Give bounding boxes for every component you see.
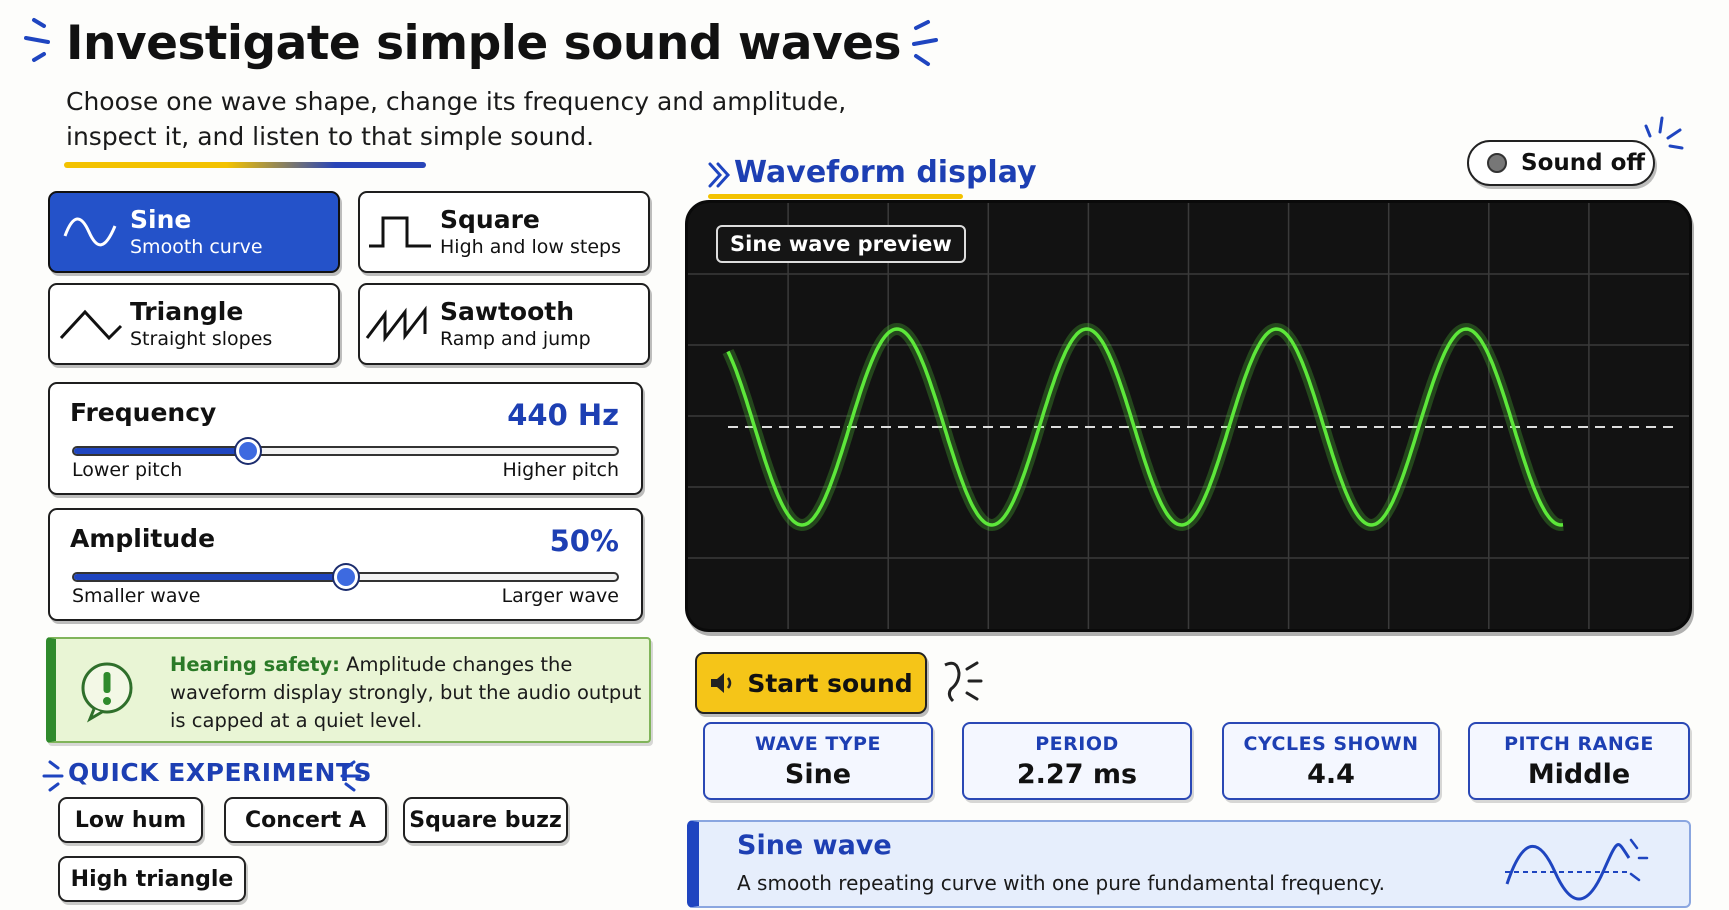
title-underline: [64, 162, 426, 168]
experiment-square-buzz-button[interactable]: Square buzz: [403, 797, 568, 843]
quick-experiments-sparkle-right-icon: [340, 760, 362, 792]
sound-status-dot: [1487, 153, 1507, 173]
frequency-slider-thumb[interactable]: [235, 439, 260, 463]
subtitle-line-2: inspect it, and listen to that simple so…: [66, 122, 595, 151]
amplitude-value: 50%: [549, 524, 619, 558]
oscilloscope-grid: [688, 203, 1689, 629]
wave-option-square[interactable]: Square High and low steps: [358, 191, 650, 273]
title-sparkle-left-icon: [24, 18, 50, 62]
sine-wave-icon: [50, 202, 130, 262]
safety-title: Hearing safety:: [170, 653, 340, 676]
stat-label: CYCLES SHOWN: [1243, 732, 1419, 755]
experiment-high-triangle-button[interactable]: High triangle: [58, 856, 246, 902]
stat-wave-type: WAVE TYPE Sine: [703, 722, 933, 800]
wave-option-name: Square: [440, 205, 540, 234]
waveform-title-text: Waveform display: [734, 155, 1037, 190]
sound-toggle-label: Sound off: [1521, 150, 1646, 176]
frequency-value: 440 Hz: [507, 398, 619, 432]
wave-info-heading: Sine wave: [737, 830, 892, 861]
oscilloscope-display: Sine wave preview: [685, 200, 1692, 632]
amplitude-low-label: Smaller wave: [72, 585, 201, 607]
stat-value: 2.27 ms: [1016, 758, 1138, 790]
stat-period: PERIOD 2.27 ms: [962, 722, 1192, 800]
experiment-low-hum-button[interactable]: Low hum: [58, 797, 203, 843]
quick-experiments-title: QUICK EXPERIMENTS: [68, 758, 373, 787]
stat-value: 4.4: [1307, 758, 1355, 790]
page-subtitle: Choose one wave shape, change its freque…: [66, 84, 866, 154]
frequency-low-label: Lower pitch: [72, 459, 183, 481]
sine-wave-illustration-icon: [1499, 834, 1649, 908]
page-title: Investigate simple sound waves: [66, 16, 901, 71]
frequency-control: Frequency 440 Hz Lower pitch Higher pitc…: [48, 382, 643, 495]
stat-pitch-range: PITCH RANGE Middle: [1468, 722, 1690, 800]
stat-label: PITCH RANGE: [1504, 732, 1654, 755]
wave-info-panel: Sine wave A smooth repeating curve with …: [687, 820, 1691, 908]
stat-label: WAVE TYPE: [755, 732, 881, 755]
frequency-slider[interactable]: [72, 439, 619, 463]
start-sound-label: Start sound: [747, 668, 913, 698]
start-sound-button[interactable]: Start sound: [695, 652, 927, 714]
subtitle-line-1: Choose one wave shape, change its freque…: [66, 87, 847, 116]
wave-option-triangle[interactable]: Triangle Straight slopes: [48, 283, 340, 365]
hearing-safety-notice: Hearing safety: Amplitude changes the wa…: [46, 637, 651, 743]
waveform-display-title: Waveform display: [734, 155, 1037, 190]
stat-label: PERIOD: [1035, 732, 1119, 755]
wave-option-name: Triangle: [130, 297, 244, 326]
wave-option-name: Sawtooth: [440, 297, 575, 326]
experiment-concert-a-button[interactable]: Concert A: [224, 797, 387, 843]
square-wave-icon: [360, 202, 440, 262]
title-sparkle-right-icon: [912, 20, 938, 66]
oscilloscope-canvas: [688, 203, 1689, 629]
wave-option-sine[interactable]: Sine Smooth curve: [48, 191, 340, 273]
warning-icon: [74, 657, 140, 727]
wave-option-desc: Smooth curve: [130, 236, 263, 258]
frequency-high-label: Higher pitch: [502, 459, 620, 481]
safety-text: Amplitude changes the waveform display s…: [170, 653, 642, 732]
amplitude-slider-fill: [74, 574, 346, 580]
stat-value: Middle: [1527, 758, 1631, 790]
waveform-title-underline: [708, 194, 963, 199]
waveform-title-arrow-icon: [708, 162, 731, 188]
amplitude-label: Amplitude: [70, 524, 216, 553]
amplitude-high-label: Larger wave: [501, 585, 619, 607]
listening-ear-icon: [944, 661, 983, 703]
wave-option-sawtooth[interactable]: Sawtooth Ramp and jump: [358, 283, 650, 365]
wave-trace: [726, 327, 1564, 527]
wave-option-desc: High and low steps: [440, 236, 621, 258]
frequency-slider-fill: [74, 448, 248, 454]
amplitude-slider-thumb[interactable]: [333, 565, 358, 589]
amplitude-control: Amplitude 50% Smaller wave Larger wave: [48, 508, 643, 621]
speaker-icon: [711, 673, 732, 693]
sound-toggle[interactable]: Sound off: [1467, 140, 1655, 186]
wave-option-desc: Ramp and jump: [440, 328, 591, 350]
sawtooth-wave-icon: [360, 294, 440, 354]
frequency-label: Frequency: [70, 398, 217, 427]
stat-value: Sine: [784, 758, 852, 790]
triangle-wave-icon: [50, 294, 130, 354]
stat-cycles-shown: CYCLES SHOWN 4.4: [1222, 722, 1440, 800]
amplitude-slider[interactable]: [72, 565, 619, 589]
safety-message: Hearing safety: Amplitude changes the wa…: [170, 651, 650, 735]
sound-toggle-sparkle-icon: [1644, 116, 1684, 150]
wave-option-desc: Straight slopes: [130, 328, 273, 350]
wave-info-description: A smooth repeating curve with one pure f…: [737, 871, 1385, 895]
scope-preview-label: Sine wave preview: [716, 225, 966, 263]
wave-option-name: Sine: [130, 205, 192, 234]
quick-experiments-sparkle-left-icon: [42, 760, 64, 792]
